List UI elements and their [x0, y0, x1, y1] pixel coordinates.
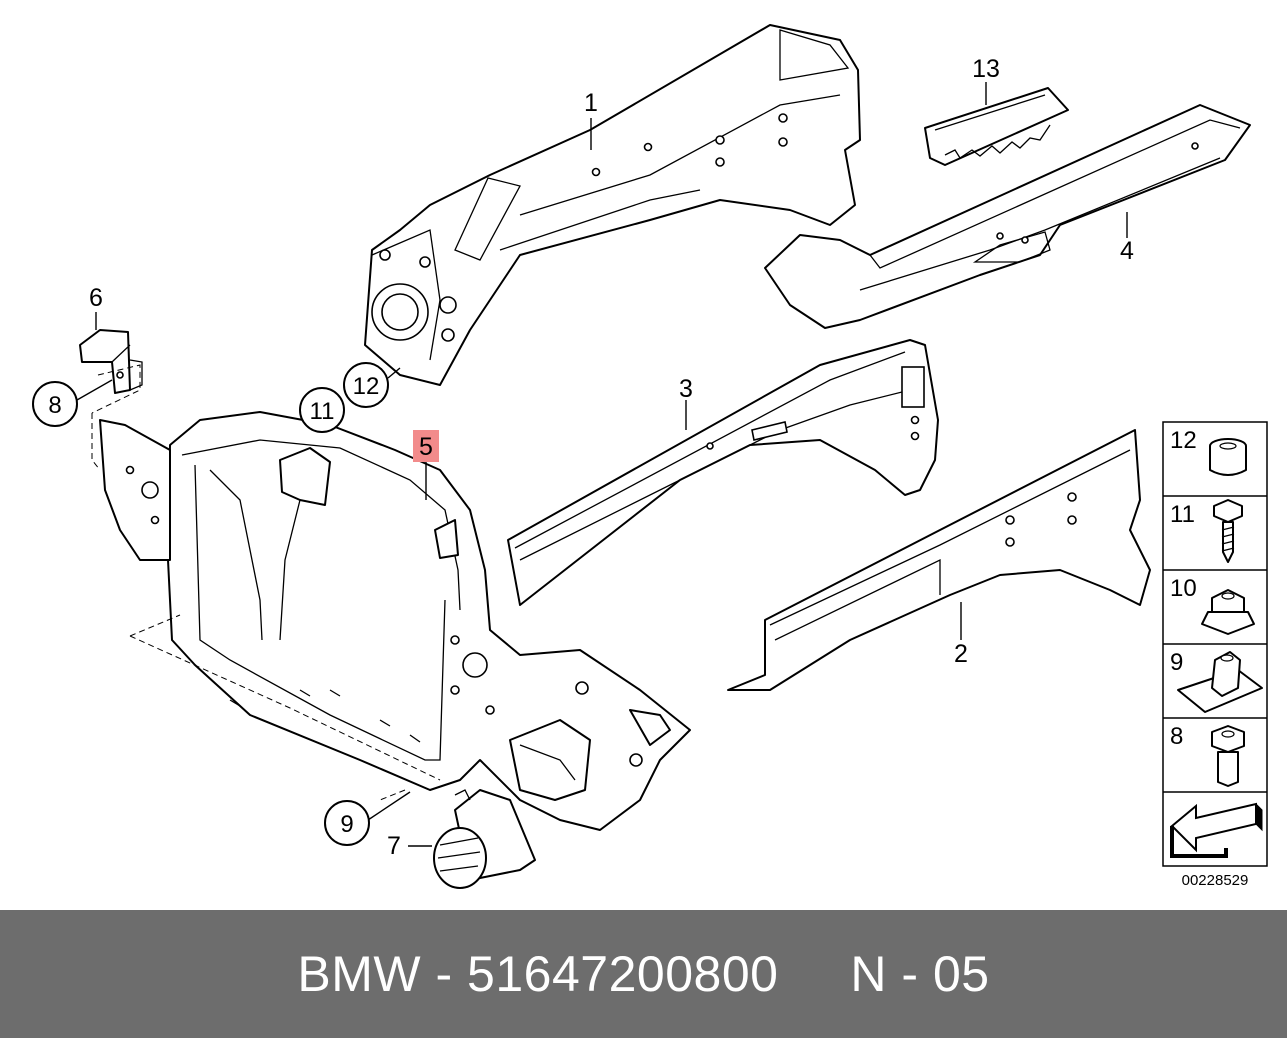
- callout-8: 8: [48, 392, 61, 419]
- direction-arrow-icon: [1170, 802, 1263, 858]
- diagram-number: 00228529: [1182, 872, 1249, 889]
- parts-diagram: 1 13 4 3 2 6 7 5 12 11 8 9 12 11 10 9 8: [32, 24, 1268, 889]
- part-6-drawing: [79, 329, 143, 394]
- assembly-line: [91, 364, 141, 414]
- callout-2: 2: [954, 640, 968, 668]
- legend-item-10: 10: [1170, 575, 1197, 602]
- assembly-line: [91, 413, 441, 801]
- callout-9: 9: [340, 811, 353, 838]
- caption-gap: [778, 946, 850, 1002]
- grommet-icon: [1209, 438, 1247, 476]
- callout-3: 3: [679, 375, 693, 403]
- screw-icon: [1213, 499, 1243, 563]
- diagram-position: N - 05: [850, 946, 990, 1002]
- part-4-drawing: [764, 104, 1251, 329]
- part-number: 51647200800: [467, 946, 779, 1002]
- caption-separator: -: [421, 946, 468, 1002]
- callout-11-circle: 11: [299, 387, 345, 433]
- footer-bar: BMW - 51647200800 N - 05: [0, 910, 1287, 1038]
- callout-4: 4: [1120, 237, 1134, 265]
- nut-icon: [1201, 589, 1255, 635]
- callout-5-highlight: 5: [413, 430, 439, 462]
- legend-item-9: 9: [1170, 649, 1183, 676]
- callout-13: 13: [972, 55, 1000, 83]
- callout-8-circle: 8: [32, 381, 78, 427]
- part-7-drawing: [433, 789, 536, 889]
- footer-caption: BMW - 51647200800 N - 05: [297, 945, 989, 1003]
- part-1-drawing: [364, 24, 861, 386]
- callout-9-circle: 9: [324, 800, 370, 846]
- callout-11: 11: [310, 398, 335, 425]
- fastener-legend: 12 11 10 9 8: [1162, 421, 1268, 867]
- callout-12: 12: [353, 373, 380, 400]
- callout-7: 7: [387, 832, 401, 860]
- part-2-drawing: [727, 429, 1151, 691]
- callout-12-circle: 12: [343, 362, 389, 408]
- callout-6: 6: [89, 284, 103, 312]
- clip-nut-icon: [1177, 651, 1263, 713]
- legend-item-12: 12: [1170, 427, 1197, 454]
- part-5-drawing: [99, 411, 691, 831]
- callout-1: 1: [584, 89, 598, 117]
- legend-item-11: 11: [1170, 501, 1195, 528]
- brand-name: BMW: [297, 946, 422, 1002]
- callout-5: 5: [419, 433, 433, 461]
- legend-item-8: 8: [1170, 723, 1183, 750]
- bolt-icon: [1211, 725, 1245, 787]
- part-13-drawing: [924, 87, 1069, 166]
- part-3-drawing: [507, 339, 939, 606]
